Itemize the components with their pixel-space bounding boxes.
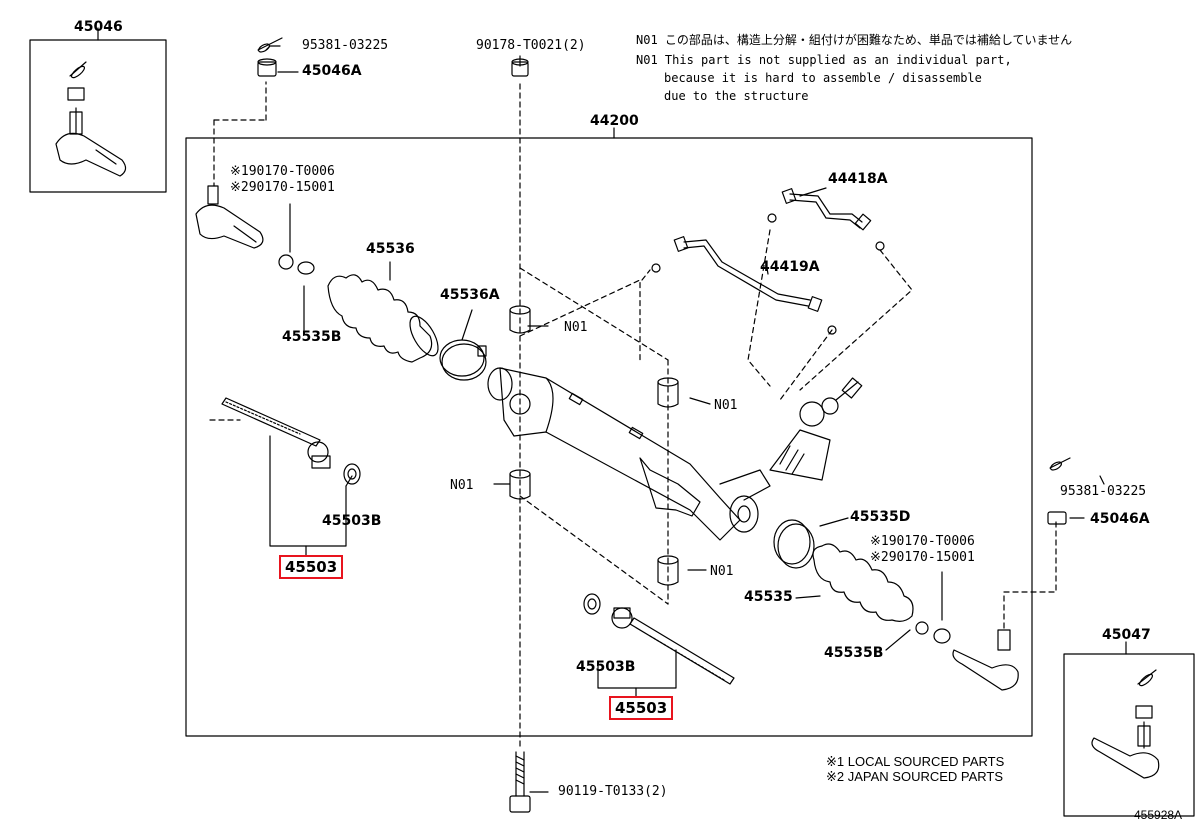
label-n01-d: N01	[710, 564, 734, 579]
label-290170-right: ※290170-15001	[870, 550, 975, 565]
label-45503B-bottom: 45503B	[576, 659, 636, 675]
label-45046A-right: 45046A	[1090, 511, 1150, 527]
note-n01-en-2: because it is hard to assemble / disasse…	[664, 71, 982, 85]
inset-45047-frame	[1063, 653, 1195, 817]
label-45536: 45536	[366, 241, 415, 257]
cotter-pin-nut-right	[1047, 457, 1071, 525]
label-95381-top: 95381-03225	[302, 38, 389, 53]
label-90119: 90119-T0133(2)	[558, 784, 668, 799]
pipe-44419A	[651, 236, 837, 335]
boot-45535-right	[812, 543, 914, 622]
figure-id: 455928A	[1134, 808, 1183, 822]
label-45503B-left: 45503B	[322, 513, 382, 529]
label-n01-a: N01	[564, 320, 588, 335]
label-190170-right: ※190170-T0006	[870, 534, 975, 549]
bushing-n01-d	[657, 555, 679, 586]
clamp-45536A	[439, 339, 487, 381]
rack-housing	[487, 367, 771, 541]
pipe-44418A	[767, 188, 885, 251]
label-n01-c: N01	[450, 478, 474, 493]
label-45047: 45047	[1102, 627, 1151, 643]
legend-local: ※1 LOCAL SOURCED PARTS	[826, 754, 1005, 769]
clamp-45535D	[773, 519, 815, 569]
label-290170-top: ※290170-15001	[230, 180, 335, 195]
boot-45536-left	[327, 274, 439, 363]
label-95381-right: 95381-03225	[1060, 484, 1147, 499]
label-45535B-right: 45535B	[824, 645, 884, 661]
inner-tie-rod-bottom	[583, 593, 735, 685]
assembly-44200-frame	[185, 137, 1033, 737]
label-45535: 45535	[744, 589, 793, 605]
note-n01-en-1: N01 This part is not supplied as an indi…	[636, 53, 1012, 67]
note-n01-jp: N01 この部品は、構造上分解・組付けが困難なため、単品では補給していません	[636, 33, 1073, 47]
label-n01-b: N01	[714, 398, 738, 413]
label-44418A: 44418A	[828, 171, 888, 187]
note-n01-en-3: due to the structure	[664, 89, 809, 103]
tie-rod-end-45047-drawing	[1091, 669, 1160, 779]
bushing-n01-c	[509, 469, 531, 500]
bolt-centerline	[209, 81, 1057, 749]
label-45535D: 45535D	[850, 509, 911, 525]
cotter-pin-nut-top	[257, 37, 283, 77]
clip-ring-right	[915, 621, 951, 644]
label-190170-top: ※190170-T0006	[230, 164, 335, 179]
bushing-n01-a	[509, 305, 531, 334]
label-45536A: 45536A	[440, 287, 500, 303]
bushing-n01-b	[657, 377, 679, 408]
highlight-45503-left[interactable]: 45503	[279, 555, 344, 579]
tie-rod-end-right	[952, 629, 1019, 691]
tie-rod-end-45046-drawing	[55, 61, 127, 177]
label-44200: 44200	[590, 113, 639, 129]
bottom-bolt-90119	[509, 751, 531, 813]
label-45046: 45046	[74, 19, 123, 35]
label-44419A: 44419A	[760, 259, 820, 275]
label-90178: 90178-T0021(2)	[476, 38, 586, 53]
label-45535B-top: 45535B	[282, 329, 342, 345]
tie-rod-end-left	[195, 185, 315, 275]
inset-45046-frame	[29, 39, 167, 193]
inner-tie-rod-left	[221, 397, 361, 485]
legend-japan: ※2 JAPAN SOURCED PARTS	[826, 769, 1004, 784]
label-45046A-top: 45046A	[302, 63, 362, 79]
highlight-45503-bottom[interactable]: 45503	[609, 696, 674, 720]
top-bolt-90178	[511, 58, 529, 77]
pinion-valve	[769, 377, 863, 481]
leader-lines	[265, 45, 1105, 793]
